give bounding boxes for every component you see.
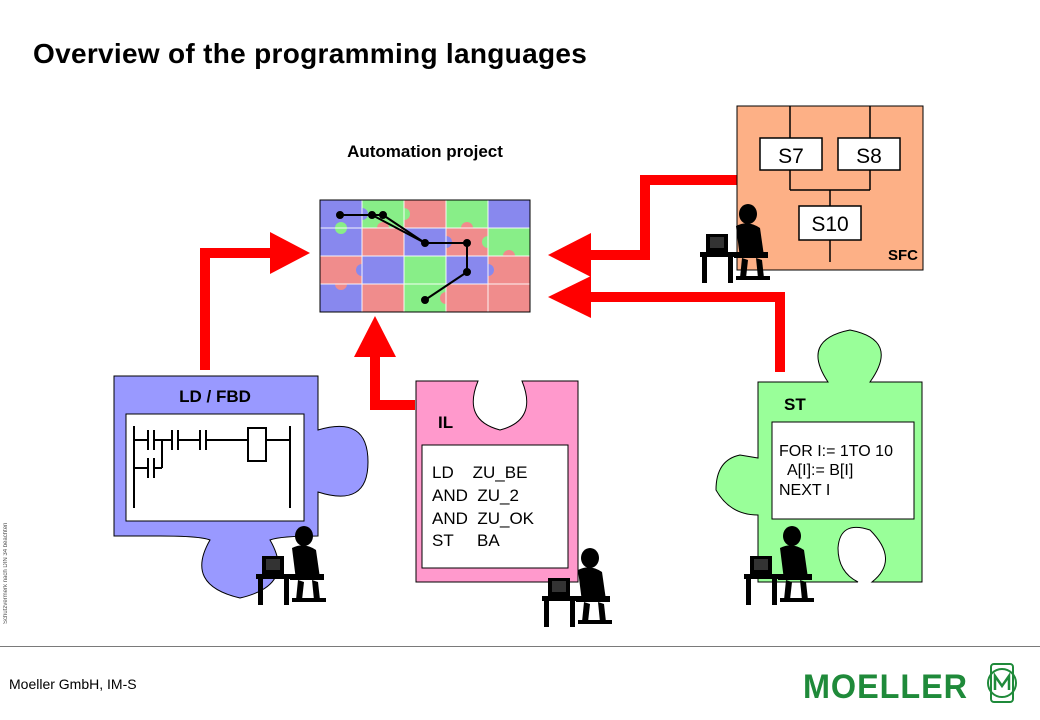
st-panel: ST FOR I:= 1TO 10 A[I]:= B[I] NEXT I [715, 329, 923, 583]
st-code-line-3: NEXT I [779, 482, 830, 499]
center-label: Automation project [347, 142, 503, 161]
arrow-st-to-project [548, 276, 785, 372]
arrow-sfc-to-project [548, 175, 738, 277]
footer-company: Moeller GmbH, IM-S [9, 676, 137, 692]
ld-fbd-panel: LD / FBD [113, 375, 369, 599]
sfc-panel: S7 S8 S10 SFC [736, 105, 924, 271]
il-code-line-4: ST BA [432, 531, 500, 550]
sfc-label: SFC [888, 247, 918, 264]
il-code-line-3: AND ZU_OK [432, 509, 535, 528]
logo-emblem-icon [987, 663, 1017, 703]
st-code-line-1: FOR I:= 1TO 10 [779, 443, 893, 460]
sfc-step-s8: S8 [856, 145, 882, 168]
automation-project-puzzle [319, 199, 531, 313]
footer-divider [0, 646, 1040, 647]
il-panel: IL LD ZU_BE AND ZU_2 AND ZU_OK ST BA [415, 380, 579, 583]
il-code-line-2: AND ZU_2 [432, 486, 519, 505]
st-code-line-2: A[I]:= B[I] [779, 462, 853, 479]
st-label: ST [784, 395, 806, 414]
il-code-line-1: LD ZU_BE [432, 463, 527, 482]
moeller-logo: MOELLER [803, 663, 1017, 706]
arrow-ld-to-project [200, 232, 310, 370]
il-label: IL [438, 413, 453, 432]
logo-text: MOELLER [803, 668, 968, 706]
ld-fbd-label: LD / FBD [179, 387, 251, 406]
sfc-step-s10: S10 [811, 213, 848, 236]
page-title: Overview of the programming languages [33, 38, 588, 69]
sfc-step-s7: S7 [778, 145, 804, 168]
arrow-il-to-project [354, 316, 415, 410]
